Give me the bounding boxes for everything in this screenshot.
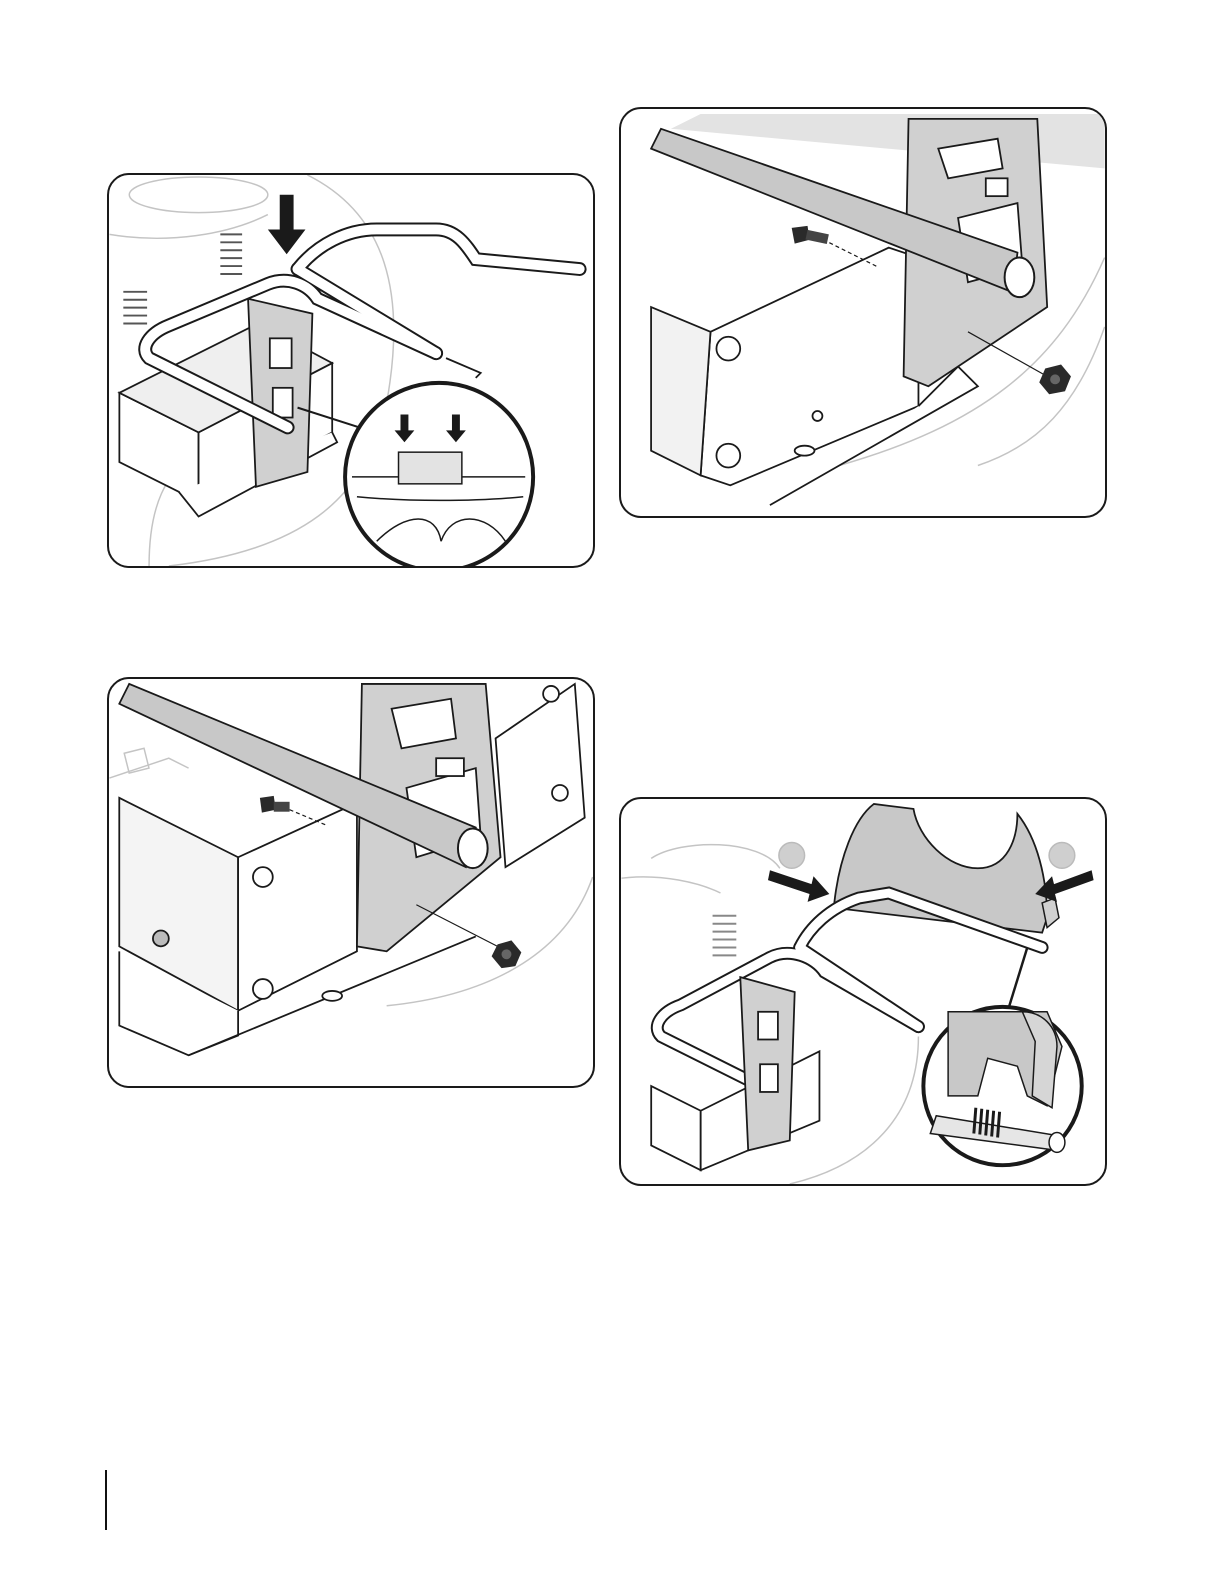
bolt-right-illustration: [621, 109, 1105, 516]
page-margin-rule: [105, 1470, 107, 1530]
bolt-left-illustration: [109, 679, 593, 1086]
figure-handle-install: [107, 173, 595, 568]
detail-inset: [345, 383, 533, 566]
bolt-icon: [260, 796, 327, 826]
mount-plate: [496, 684, 585, 867]
callout-circle: [779, 843, 805, 869]
bracket-plate: [248, 299, 312, 487]
spring-icon: [123, 234, 242, 323]
arrow-right-icon: [768, 870, 829, 902]
arrow-down-icon: [268, 195, 306, 254]
detail-inset: [923, 1007, 1081, 1165]
bag-frame-illustration: [621, 799, 1105, 1184]
figure-bolt-right: [619, 107, 1107, 518]
figure-bag-frame: [619, 797, 1107, 1186]
handle-install-illustration: [109, 175, 593, 566]
figure-bolt-left: [107, 677, 595, 1088]
spring-icon: [713, 916, 737, 956]
callout-circle: [1049, 843, 1075, 869]
nut-icon: [968, 332, 1071, 394]
